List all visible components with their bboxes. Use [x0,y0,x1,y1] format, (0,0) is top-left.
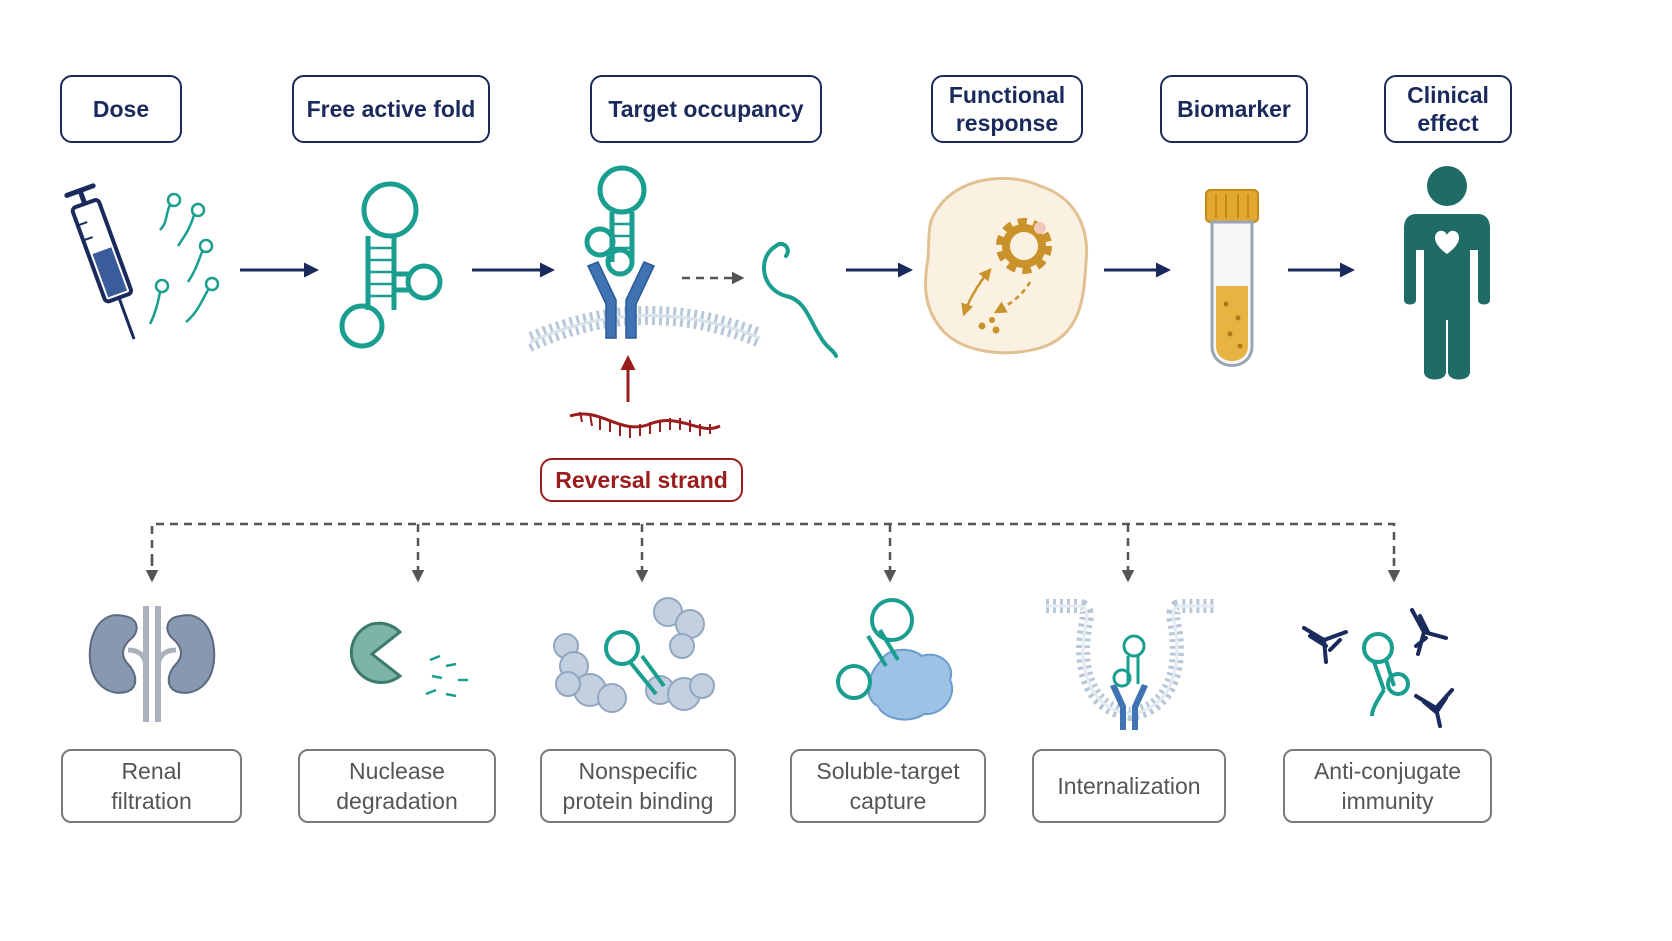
receptor-icon [586,261,656,339]
gear-icon [996,218,1052,274]
bound-aptamer-icon [584,165,647,277]
patient-icon [1404,166,1490,380]
loss-label: Renal filtration [111,758,192,814]
antibody-icon [1302,608,1454,728]
loss-nonspecific-protein-binding: Nonspecific protein binding [540,749,736,823]
stage-label: Clinical effect [1407,82,1489,136]
loss-internalization: Internalization [1032,749,1226,823]
heart-icon [1435,230,1459,254]
signal-particles-icon [978,317,1000,334]
loss-renal-filtration: Renal filtration [61,749,242,823]
stage-label: Target occupancy [608,96,804,122]
reversal-strand-label: Reversal strand [555,466,728,493]
free-aptamer-icon [339,181,443,349]
loss-nuclease-degradation: Nuclease degradation [298,749,496,823]
signaling-arrows-icon [961,268,1032,317]
stage-free-active-fold: Free active fold [292,75,490,143]
loss-label: Nuclease degradation [336,758,458,814]
loss-label: Internalization [1057,773,1201,799]
unbound-strand-icon [762,241,838,358]
stage-dose: Dose [60,75,182,143]
stage-label: Dose [92,96,150,122]
syringe-icon [64,183,136,340]
reversal-strand-icon [569,411,721,438]
stage-label: Biomarker [1177,96,1291,122]
loss-label: Anti-conjugate immunity [1313,758,1462,814]
loss-anti-conjugate-immunity: Anti-conjugate immunity [1283,749,1492,823]
loss-soluble-target-capture: Soluble-target capture [790,749,986,823]
cell-membrane-icon [528,306,762,352]
kidney-icon [88,606,216,722]
stage-biomarker: Biomarker [1160,75,1308,143]
reversal-strand-box: Reversal strand [540,458,743,502]
flow-arrows [240,262,1355,402]
biomarker-tube-icon [1205,189,1259,367]
loss-label: Nonspecific protein binding [562,758,714,814]
stage-clinical-effect: Clinical effect [1384,75,1512,143]
stage-label: Functional response [948,82,1066,136]
cell-icon [924,176,1089,355]
aptamer-molecules-icon [148,192,220,325]
stage-target-occupancy: Target occupancy [590,75,822,143]
conjugate-aptamer-icon [1362,632,1410,717]
loss-branch-lines [145,522,1401,583]
internalization-icon [1046,599,1214,730]
loss-label: Soluble-target capture [816,758,960,814]
stage-functional-response: Functional response [931,75,1083,143]
protein-binding-icon [553,597,715,713]
stage-label: Free active fold [306,96,476,122]
nuclease-icon [349,621,468,698]
soluble-target-icon [836,598,953,721]
